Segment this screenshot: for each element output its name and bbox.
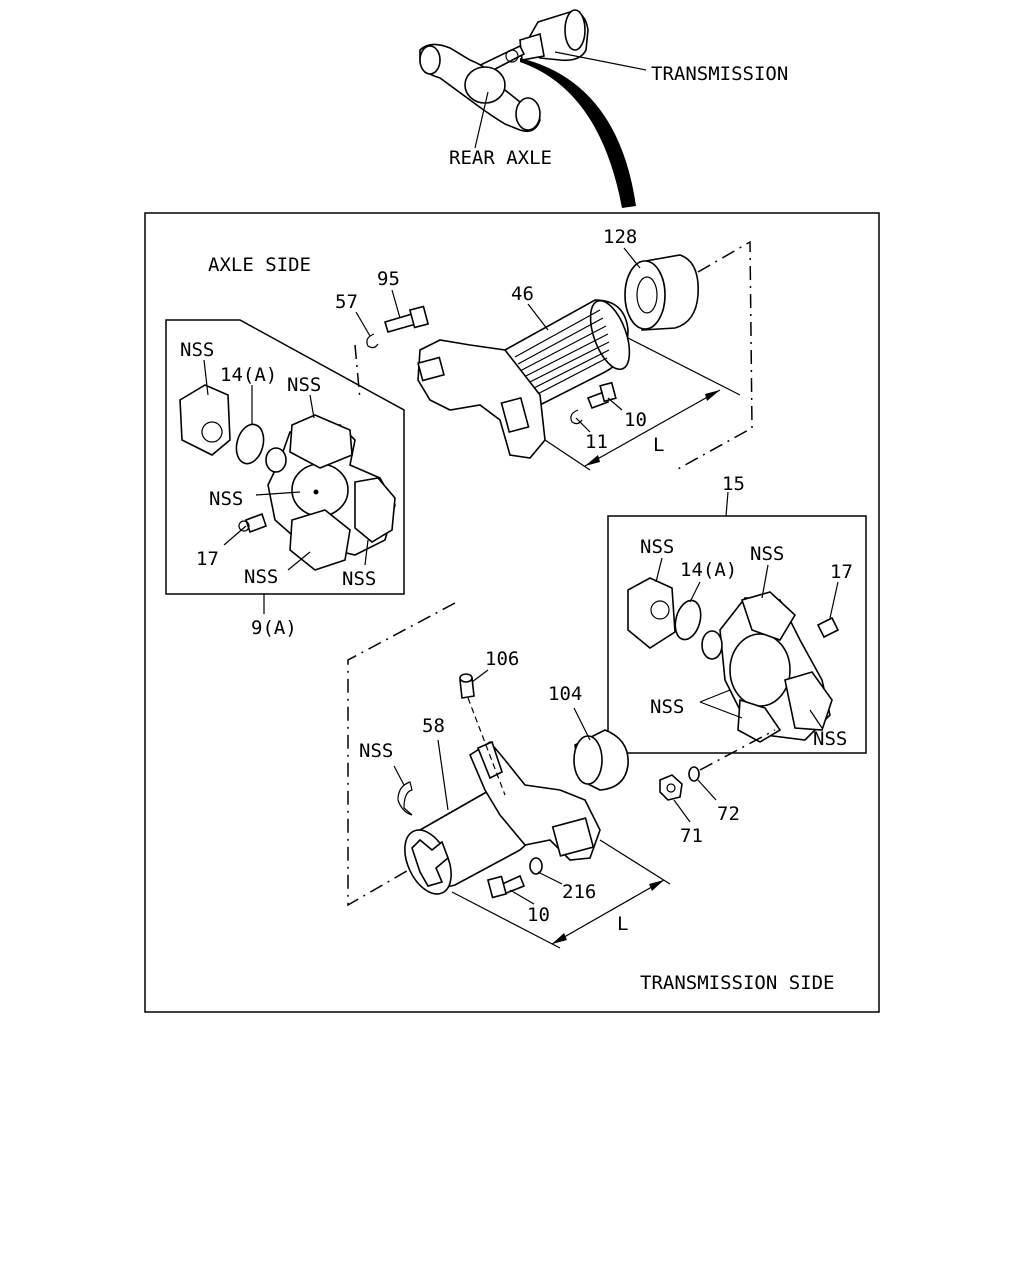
nut-71 [659,774,683,801]
rear-axle-label: REAR AXLE [449,147,552,169]
joint-kit-box-transmission [607,515,867,754]
callout-L-axle: L [653,434,664,456]
callout-nss-2: NSS [287,374,321,396]
washer-72 [688,766,700,782]
callout-nss-5: NSS [342,568,376,590]
snap-ring-57 [366,333,379,349]
callout-nss-10: NSS [359,740,393,762]
callout-14a-axle: 14(A) [220,364,277,386]
callout-106: 106 [485,648,519,670]
callout-10-axle: 10 [624,409,647,431]
seal-104 [573,729,629,791]
grease-nipple-106 [459,673,506,796]
vehicle-overview: TRANSMISSION REAR AXLE [419,9,788,208]
callout-57: 57 [335,291,358,313]
flange-yoke-58 [404,740,601,895]
leader-lines [203,247,839,905]
callout-L-transmission: L [617,913,628,935]
bolt-95 [384,305,430,333]
callout-11: 11 [585,431,608,453]
guide-line-46 [675,240,753,471]
universal-joint-transmission [627,577,840,743]
callout-nss-3: NSS [209,488,243,510]
callout-128: 128 [603,226,637,248]
callout-nss-8: NSS [650,696,684,718]
bolt-10-transmission [486,874,526,899]
dimension-L-transmission [451,839,671,949]
transmission-side-label: TRANSMISSION SIDE [640,972,834,994]
slip-yoke-46 [417,299,631,459]
dimension-L-axle [544,337,741,471]
bolt-10-axle [586,381,617,410]
snap-ring-nss [397,781,413,816]
callout-58: 58 [422,715,445,737]
callout-46: 46 [511,283,534,305]
transmission-label: TRANSMISSION [651,63,788,85]
callout-216: 216 [562,881,596,903]
callout-71: 71 [680,825,703,847]
callout-nss-9: NSS [813,728,847,750]
joint-kit-box-axle [165,319,405,595]
callout-labels: 128 95 57 46 10 11 L NSS 14(A) NSS NSS 1… [180,226,853,935]
guide-line-58 [347,602,456,907]
bearing-128 [624,254,699,331]
callout-nss-1: NSS [180,339,214,361]
washer-216 [529,857,543,875]
callout-17-transmission: 17 [830,561,853,583]
callout-9a: 9(A) [251,617,297,639]
callout-nss-4: NSS [244,566,278,588]
axle-side-label: AXLE SIDE [208,254,311,276]
callout-14a-transmission: 14(A) [680,559,737,581]
callout-104: 104 [548,683,582,705]
callout-15: 15 [722,473,745,495]
callout-95: 95 [377,268,400,290]
callout-17-axle: 17 [196,548,219,570]
guide-line-57 [354,344,361,401]
callout-nss-7: NSS [750,543,784,565]
callout-72: 72 [717,803,740,825]
universal-joint-axle [179,384,396,571]
callout-10-transmission: 10 [527,904,550,926]
main-frame [144,212,880,1013]
callout-nss-6: NSS [640,536,674,558]
snap-ring-11 [570,409,583,425]
